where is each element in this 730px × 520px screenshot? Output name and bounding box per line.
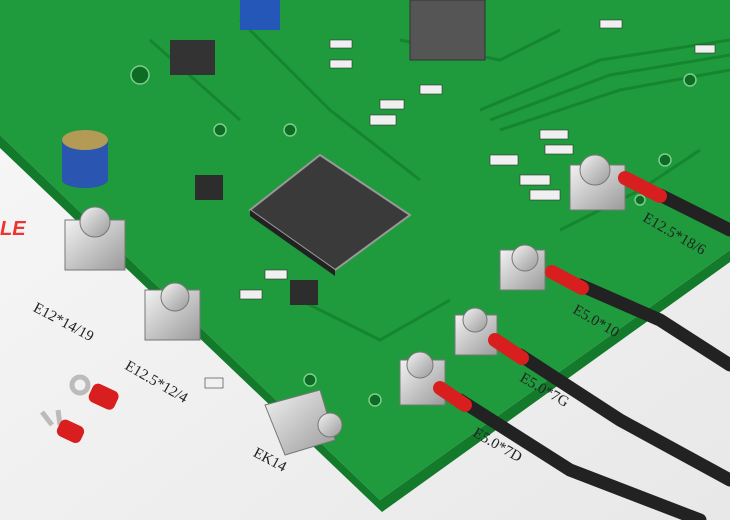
potentiometer (240, 0, 280, 30)
vias (130, 65, 697, 407)
smd-components (204, 19, 716, 389)
electrolytic-capacitor (62, 130, 108, 188)
screw-terminals (64, 154, 626, 456)
wire-sleeves (433, 171, 667, 412)
svg-text:LE: LE (0, 218, 26, 240)
ic-socket (409, 0, 486, 61)
pin-header (170, 40, 215, 75)
transistor (195, 175, 223, 200)
ring-terminal (69, 374, 119, 410)
transistor (290, 280, 318, 305)
fork-terminal (40, 409, 85, 444)
wires (453, 188, 730, 520)
